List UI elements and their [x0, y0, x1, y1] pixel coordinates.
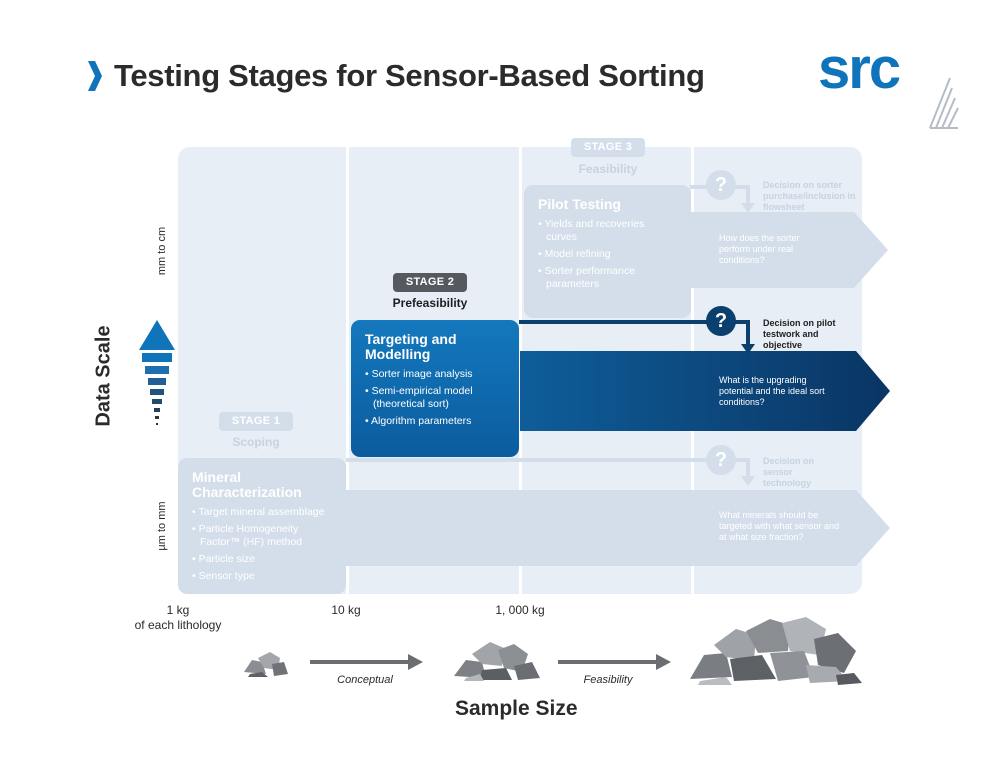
- logo-text: src: [818, 40, 900, 101]
- stage2-decision: Decision on pilot testwork and objective: [763, 318, 836, 350]
- list-item: • Semi-empirical model (theoretical sort…: [365, 385, 473, 410]
- x-axis-title: Sample Size: [455, 697, 578, 720]
- logo-graphic: [929, 77, 959, 129]
- stage2-connector: [519, 320, 747, 324]
- list-item: • Sorter performance parameters: [538, 265, 636, 290]
- list-item: • Yields and recoveries curves: [538, 218, 645, 243]
- stage1-box: Mineral Characterization • Target minera…: [178, 458, 346, 594]
- stage2-arrow: [520, 351, 890, 431]
- list-item: • Particle Homogeneity Factor™ (HF) meth…: [192, 523, 303, 548]
- stage2-badge: STAGE 2: [393, 273, 467, 292]
- stage1-connector: [346, 458, 747, 462]
- title-row: Testing Stages for Sensor-Based Sorting: [88, 58, 705, 94]
- feasibility-flow-arrow: [558, 654, 671, 670]
- stage3-badge: STAGE 3: [571, 138, 645, 157]
- stage1-drop-arrow: [740, 458, 755, 486]
- list-item: • Algorithm parameters: [365, 415, 472, 427]
- x-tick-10kg: 10 kg: [331, 603, 361, 617]
- stage1-badge: STAGE 1: [219, 412, 293, 431]
- stage1-box-title: Mineral Characterization: [192, 469, 302, 500]
- stage3-question-icon: ?: [706, 170, 736, 200]
- small-rocks-icon: [244, 652, 288, 677]
- stage3-list: • Yields and recoveries curves • Model r…: [538, 218, 677, 291]
- flow-label-feasibility: Feasibility: [583, 674, 633, 686]
- list-item: • Target mineral assemblage: [192, 506, 325, 518]
- stage1-list: • Target mineral assemblage • Particle H…: [192, 506, 332, 583]
- chevron-right-icon: [88, 61, 102, 91]
- y-axis-title: Data Scale: [92, 325, 115, 427]
- stage2-list: • Sorter image analysis • Semi-empirical…: [365, 368, 505, 428]
- medium-rocks-icon: [454, 642, 540, 681]
- stage3-name: Feasibility: [578, 162, 638, 176]
- list-item: • Sensor type: [192, 570, 255, 582]
- x-tick-1kg: 1 kg of each lithology: [134, 603, 222, 632]
- flow-label-conceptual: Conceptual: [337, 674, 393, 686]
- stage3-arrow: [690, 212, 888, 288]
- stage3-box-title: Pilot Testing: [538, 196, 621, 212]
- scale-up-arrow-icon: [139, 320, 175, 425]
- stage2-box-title: Targeting and Modelling: [365, 331, 457, 362]
- y-label-bottom: µm to mm: [156, 501, 168, 551]
- stage3-drop-arrow: [740, 185, 755, 213]
- stage1-question-icon: ?: [706, 445, 736, 475]
- stage1-decision: Decision on sensor technology: [763, 456, 815, 488]
- stage1-arrow-question: What minerals should be targeted with wh…: [719, 510, 840, 542]
- stage2-arrow-question: What is the upgrading potential and the …: [719, 375, 825, 407]
- list-item: • Model refining: [538, 248, 611, 260]
- stage2-name: Prefeasibility: [392, 296, 468, 310]
- stage1-name: Scoping: [232, 435, 280, 449]
- stage2-question-icon: ?: [706, 306, 736, 336]
- y-label-top: mm to cm: [156, 226, 168, 276]
- stage1-arrow: [346, 490, 890, 566]
- stage3-decision: Decision on sorter purchase/inclusion in…: [763, 180, 856, 212]
- list-item: • Sorter image analysis: [365, 368, 473, 380]
- column-divider: [346, 147, 349, 594]
- conceptual-flow-arrow: [310, 654, 423, 670]
- stage3-arrow-question: How does the sorter perform under real c…: [719, 233, 800, 265]
- stage2-box: Targeting and Modelling • Sorter image a…: [351, 320, 519, 457]
- page-title: Testing Stages for Sensor-Based Sorting: [114, 58, 705, 93]
- stage2-drop-arrow: [740, 320, 755, 354]
- large-rocks-icon: [690, 617, 862, 685]
- src-logo: src: [818, 40, 959, 129]
- stage3-box: Pilot Testing • Yields and recoveries cu…: [524, 185, 691, 318]
- x-tick-1000kg: 1, 000 kg: [495, 603, 545, 617]
- list-item: • Particle size: [192, 553, 256, 565]
